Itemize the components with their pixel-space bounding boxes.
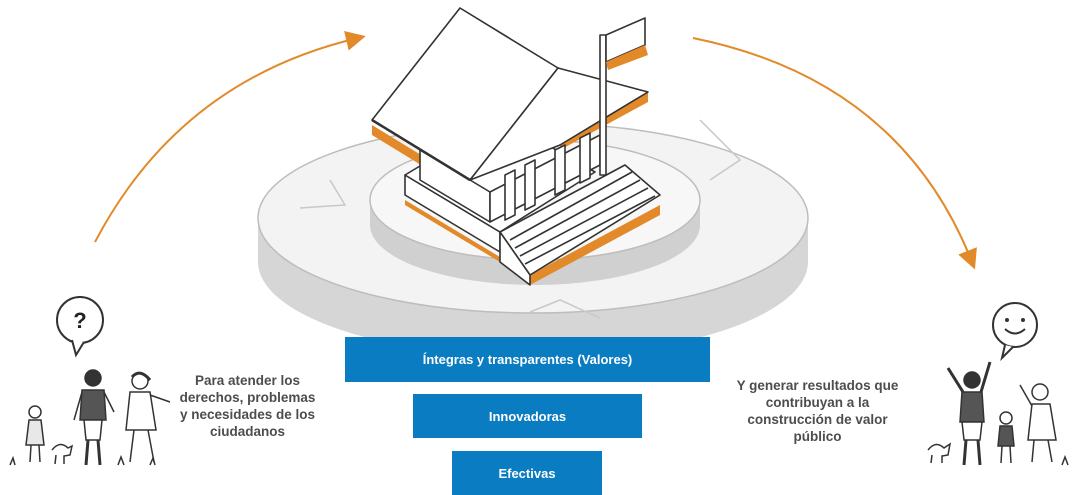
question-bubble-icon: ? xyxy=(56,296,104,358)
celebrating-family-illustration xyxy=(927,361,1069,466)
innovative-box: Innovadoras xyxy=(413,394,642,438)
values-box: Íntegras y transparentes (Valores) xyxy=(345,337,710,382)
effective-box: Efectivas xyxy=(452,451,602,495)
svg-text:?: ? xyxy=(73,308,86,333)
right-caption: Y generar resultados que contribuyan a l… xyxy=(736,378,899,444)
family-illustration xyxy=(9,369,171,466)
left-curved-arrow xyxy=(94,31,366,243)
left-caption: Para atender los derechos, problemas y n… xyxy=(179,373,316,439)
government-building-illustration xyxy=(371,7,661,286)
right-curved-arrow xyxy=(692,37,977,270)
smiley-bubble-icon xyxy=(992,302,1038,362)
